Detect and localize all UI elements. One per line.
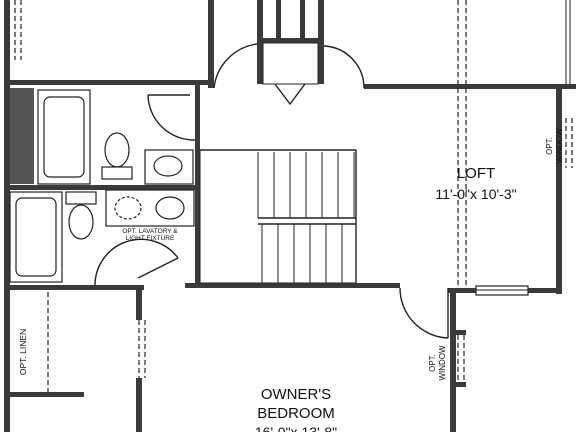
upper-bath-door-swing (147, 94, 196, 141)
stair-bottom-wall (185, 283, 400, 288)
loft-window (475, 285, 529, 296)
lower-bath-door (137, 257, 179, 279)
lower-tub-basin (15, 197, 57, 277)
left-exterior-wall (4, 0, 10, 432)
opt-window-mid-label-line1: OPT. (428, 354, 437, 372)
opt-sink (114, 196, 142, 220)
upper-sink (153, 155, 183, 177)
lower-bath-door-swing (94, 238, 179, 286)
loft-top-wall (364, 84, 576, 89)
window-jamb-bottom (456, 382, 466, 387)
top-right-window (565, 0, 571, 84)
lower-toilet-bowl (68, 204, 94, 240)
opt-lavatory-label-line1: OPT. LAVATORY & (122, 228, 178, 235)
opt-window-right-label-line1: OPT. (545, 137, 554, 155)
chase-box (262, 42, 319, 85)
opt-window-right-label-line2: WINDOW (555, 128, 564, 164)
hall-door-right-swing (323, 45, 365, 89)
upper-toilet-bowl (104, 132, 130, 168)
loft-dimensions: 11'-0"x 10'-3" (435, 186, 516, 202)
lower-bath (9, 189, 195, 283)
bedroom-name-line2: BEDROOM (257, 405, 335, 422)
upper-tub-basin (43, 96, 85, 178)
walls (4, 0, 576, 432)
chase (262, 42, 319, 106)
bedroom-right-wall (450, 288, 456, 432)
chase-inner-wall-b (300, 0, 305, 40)
opt-window-mid-label-line2: WINDOW (438, 345, 447, 381)
shaft-column (10, 88, 34, 184)
linen-bottom-wall (4, 392, 84, 397)
dashed-lines (14, 0, 573, 392)
bath-divider-wall (4, 185, 200, 190)
opt-linen-label: OPT. LINEN (18, 329, 28, 375)
bedroom-left-wall-upper (136, 290, 142, 320)
lower-bath-bottom-wall (4, 285, 144, 290)
hall-door-left-swing (213, 43, 258, 89)
door-swings (94, 43, 449, 339)
bath-right-wall (195, 85, 200, 285)
bedroom-door-swing (399, 287, 449, 339)
bath-top-wall (4, 80, 209, 85)
chase-bump (274, 83, 306, 106)
window-jamb-top (456, 330, 466, 335)
opt-lavatory-label-line2: LIGHT FIXTURE (126, 235, 175, 242)
bedroom-left-wall-lower (136, 378, 142, 432)
loft-name: LOFT (457, 165, 495, 182)
upper-toilet-tank (101, 166, 133, 180)
hall-left-wall (208, 0, 214, 88)
chase-top-wall (257, 38, 321, 43)
lower-toilet-tank (65, 191, 97, 205)
stair-upper-treads (257, 152, 355, 218)
lower-sink (155, 196, 185, 220)
chase-inner-wall-a (276, 0, 281, 40)
bedroom-dimensions: 16'-0"x 13'-8" (255, 424, 337, 432)
stair-lower-treads (261, 224, 343, 283)
upper-bath (37, 89, 194, 185)
stairs (199, 149, 357, 284)
loft-right-wall (556, 84, 562, 294)
bedroom-name-line1: OWNER'S (261, 386, 331, 403)
